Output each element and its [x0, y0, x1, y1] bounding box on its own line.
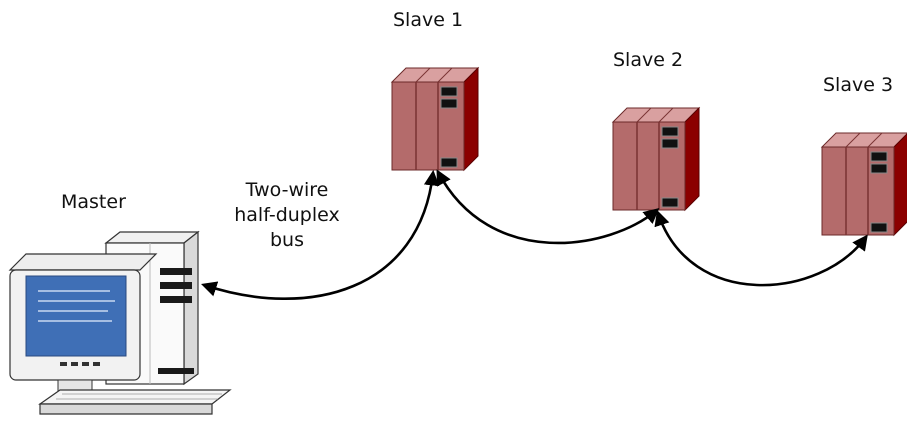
slave-2-label: Slave 2 [613, 49, 684, 71]
slave-2-plc-icon [612, 107, 700, 211]
bus-wire-slave1-slave2 [436, 169, 660, 245]
bus-label: Two-wire half-duplex bus [232, 178, 342, 253]
slave-1-plc-icon [391, 67, 479, 171]
bus-wire-master-slave1 [201, 169, 440, 301]
slave-3-plc-icon [821, 132, 907, 236]
bus-label-line-1: Two-wire [245, 179, 329, 201]
bus-label-line-3: bus [269, 229, 304, 251]
slave-3-label: Slave 3 [823, 74, 894, 96]
master-label: Master [61, 191, 126, 213]
slave-1-label: Slave 1 [393, 9, 464, 31]
bus-label-line-2: half-duplex [234, 204, 340, 226]
master-computer-icon [8, 230, 232, 415]
bus-wire-slave2-slave3 [654, 210, 868, 287]
